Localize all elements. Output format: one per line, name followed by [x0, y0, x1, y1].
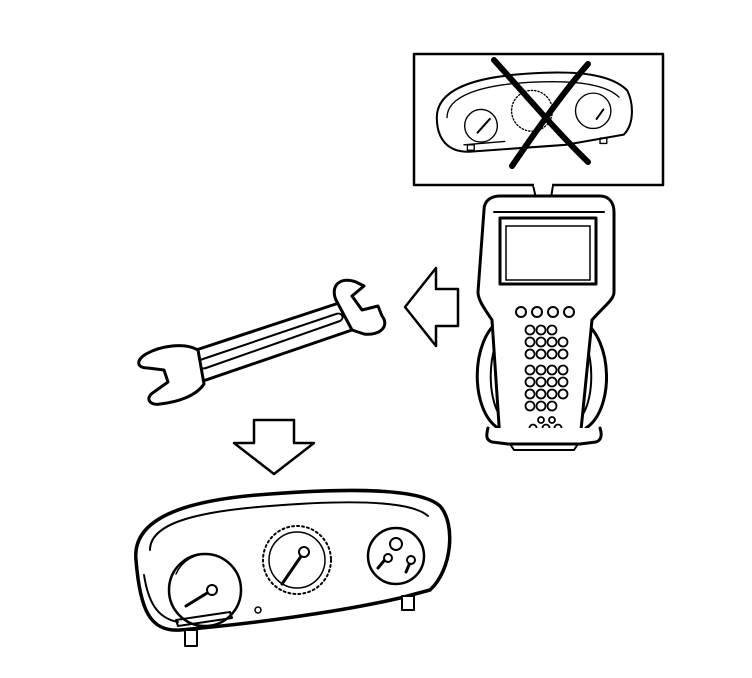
scan-tool-keypad [524, 324, 569, 433]
hollow-arrow-left-icon [403, 266, 460, 348]
handheld-scan-tool-icon [475, 194, 616, 451]
new-instrument-cluster-icon [134, 488, 452, 647]
open-end-wrench-icon [137, 278, 387, 406]
prohibited-x-icon [491, 57, 591, 169]
scan-tool-screen [498, 216, 598, 286]
old-cluster-icon [435, 71, 633, 153]
hollow-arrow-down-icon [232, 418, 316, 476]
